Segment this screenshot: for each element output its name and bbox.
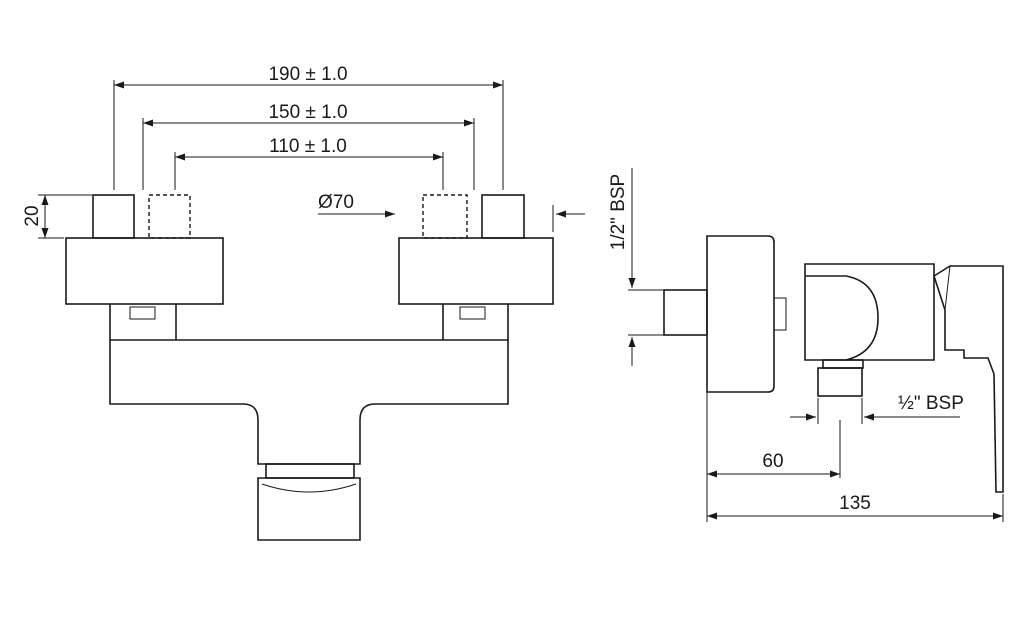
front-view — [65, 194, 554, 541]
dim-diameter-label: Ø70 — [318, 192, 354, 213]
side-body-dome — [805, 275, 879, 361]
outlet-nozzle — [257, 477, 361, 541]
left-connector-stub — [92, 194, 135, 239]
left-pipe-slot — [129, 306, 156, 320]
outlet-collar — [265, 463, 355, 479]
side-dimensions: 1/2" BSP ½" BSP 60 135 — [608, 168, 1004, 522]
mixer-body — [109, 339, 509, 465]
front-dimensions: 190 ± 1.0 150 ± 1.0 110 ± 1.0 Ø70 20 — [22, 64, 585, 239]
left-connector-nut — [65, 237, 224, 305]
dim-20-label: 20 — [22, 205, 43, 226]
wall-rosette — [706, 235, 775, 393]
inlet-spigot — [773, 297, 787, 331]
dim-135-label: 135 — [839, 493, 871, 514]
dim-inlet-bsp-label: 1/2" BSP — [608, 174, 629, 250]
side-outlet-nut — [817, 367, 863, 397]
dim-150-label: 150 ± 1.0 — [268, 102, 347, 123]
dim-outlet-bsp-label: ½" BSP — [898, 393, 964, 414]
right-connector-nut — [398, 237, 554, 305]
right-pipe-slot — [459, 306, 486, 320]
dim-60-label: 60 — [762, 451, 783, 472]
side-view — [663, 235, 1004, 493]
left-connector-stub-hidden — [148, 194, 191, 239]
outlet-nozzle-curve — [261, 483, 357, 493]
side-outlet-collar — [822, 359, 864, 369]
inlet-stub — [663, 289, 708, 336]
lever-handle — [933, 265, 1004, 493]
right-connector-stub-hidden — [422, 194, 468, 239]
dim-110-label: 110 ± 1.0 — [269, 136, 347, 157]
right-connector-stub — [481, 194, 525, 239]
dim-190-label: 190 ± 1.0 — [268, 64, 347, 85]
